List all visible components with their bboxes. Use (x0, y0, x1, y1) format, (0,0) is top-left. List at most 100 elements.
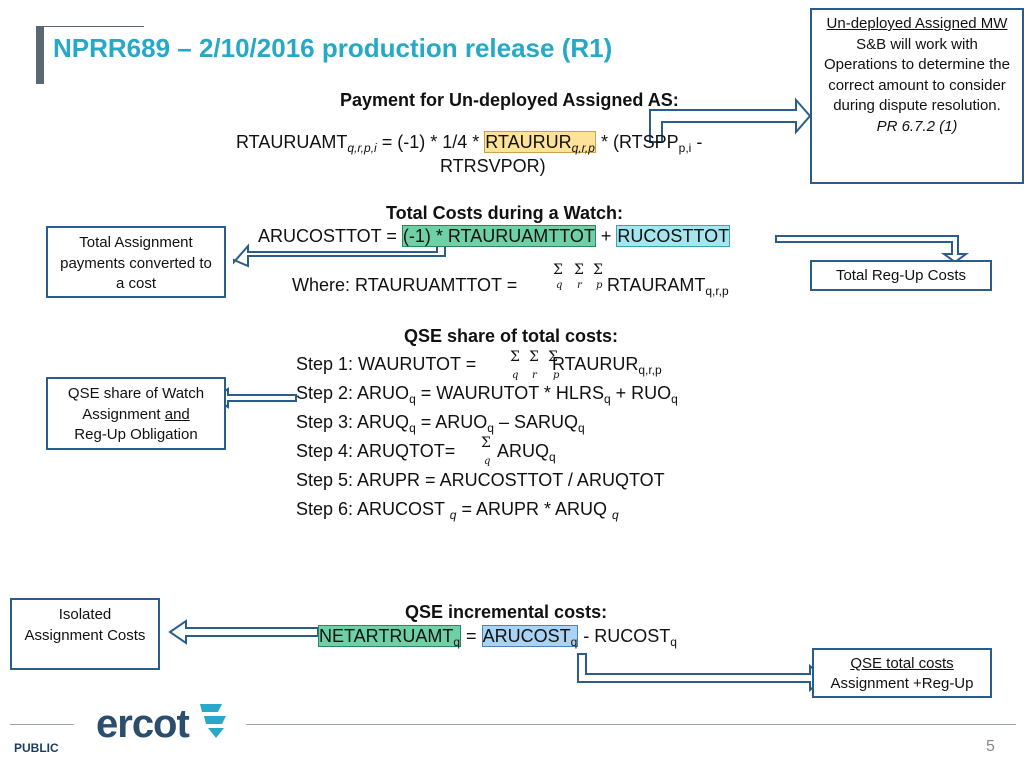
sigma-p-index: p (596, 280, 603, 291)
incremental-eq: = (466, 626, 477, 646)
step-6: Step 6: ARUCOST q = ARUPR * ARUQ q (296, 497, 619, 527)
rtaurur-term: RTAURUR (485, 132, 572, 152)
step4-sub: q (549, 450, 556, 464)
step6-sub2: q (612, 508, 619, 522)
step6-sub1: q (449, 508, 457, 522)
step1-sigma-q-icon: Σ (510, 349, 520, 365)
rucost-sub: q (670, 635, 677, 649)
ercot-logo: ercot (96, 702, 190, 746)
arrow-to-total-assignment-icon (233, 243, 446, 268)
callout-isolated: Isolated Assignment Costs (10, 598, 160, 670)
incremental-heading: QSE incremental costs: (405, 602, 608, 622)
payment-lhs: RTAURUAMT (236, 132, 348, 152)
step4-aruq: ARUQ (497, 441, 550, 461)
rtspp-sub: p,i (678, 141, 692, 155)
payment-equation: RTAURUAMTq,r,p,i = (-1) * 1/4 * RTAURURq… (236, 130, 702, 160)
step2-sub3: q (671, 392, 678, 406)
qse-share-heading: QSE share of total costs: (404, 326, 619, 346)
arrow-to-regup-icon (775, 235, 970, 264)
arrow-to-qse-share-icon (212, 387, 297, 409)
callout-undeployed: Un-deployed Assigned MW S&B will work wi… (810, 8, 1024, 184)
watch-sum-term: RTAURAMTq,r,p (607, 273, 729, 303)
callout-regup: Total Reg-Up Costs (810, 260, 992, 291)
qse-share-line2a: Assignment (82, 405, 165, 423)
step4-sigma-icon: Σ (481, 435, 491, 451)
ercot-logo-mark-icon (200, 704, 226, 738)
rtauramt-term: RTAURAMT (607, 275, 706, 295)
payment-eq-part3: - (691, 132, 703, 152)
step1-sigma-p-icon: Σ (548, 349, 558, 365)
sigma-r-icon: Σ (574, 262, 584, 278)
cyan-term-highlight: RUCOSTTOT (616, 225, 731, 247)
step-1-term: RTAURURq,r,p (552, 352, 662, 382)
qse-total-line2: Assignment +Reg-Up (830, 675, 974, 692)
step1-sigma-r-index: r (532, 370, 537, 381)
step-1-label: Step 1: WAURUTOT = (296, 354, 477, 374)
watch-lhs: ARUCOSTTOT = (258, 226, 397, 246)
step1-rtaurur: RTAURUR (552, 354, 639, 374)
page-title: NPRR689 – 2/10/2016 production release (… (53, 33, 613, 63)
page-number: 5 (986, 738, 995, 755)
green-term-highlight: (-1) * RTAURUAMTTOT (401, 225, 596, 247)
sigma-p-icon: Σ (593, 262, 603, 278)
callout-undeployed-body: S&B will work with Operations to determi… (824, 35, 1010, 115)
payment-equation-line2: RTRSVPOR) (440, 156, 546, 176)
arrow-to-undeployed-icon (649, 97, 812, 143)
arucost-term: ARUCOST (482, 626, 571, 646)
sigma-r-index: r (577, 280, 582, 291)
rtauramt-sub: q,r,p (705, 284, 729, 298)
step2-a: Step 2: ARUO (296, 383, 410, 403)
qse-total-line1: QSE total costs (850, 655, 954, 672)
payment-heading: Payment for Un-deployed Assigned AS: (340, 90, 679, 110)
step2-c: + RUO (610, 383, 672, 403)
callout-qse-share: QSE share of Watch Assignment and Reg-Up… (46, 377, 226, 450)
step3-b: = ARUO (415, 412, 488, 432)
step-3: Step 3: ARUQq = ARUOq – SARUQq (296, 410, 585, 440)
arucost-highlight: ARUCOSTq (481, 625, 579, 649)
public-label: PUBLIC (14, 741, 59, 755)
step2-sub1: q (409, 392, 416, 406)
rtaurur-sub: q,r,p (571, 141, 595, 155)
step-4-label: Step 4: ARUQTOT= (296, 441, 456, 461)
step1-sigma-r-icon: Σ (529, 349, 539, 365)
step3-a: Step 3: ARUQ (296, 412, 410, 432)
callout-undeployed-ref: PR 6.7.2 (1) (876, 117, 958, 135)
watch-plus: + (600, 226, 612, 246)
title-accent-line (44, 26, 144, 27)
watch-heading: Total Costs during a Watch: (386, 203, 623, 223)
step4-sigma-index: q (484, 456, 491, 467)
payment-lhs-sub: q,r,p,i (347, 141, 377, 155)
incremental-rest: - RUCOST (578, 626, 671, 646)
callout-total-assignment: Total Assignment payments converted to a… (46, 226, 226, 298)
step6-b: = ARUPR * ARUQ (456, 499, 607, 519)
step2-b: = WAURUTOT * HLRS (415, 383, 604, 403)
netartruamt-term: NETARTRUAMT (319, 626, 454, 646)
arucost-sub: q (570, 635, 578, 649)
sigma-q-icon: Σ (553, 262, 563, 278)
qse-share-line1: QSE share of Watch (67, 385, 205, 402)
qse-share-line2b: and (164, 405, 190, 423)
netartruamt-sub: q (453, 635, 461, 649)
qse-share-line3: Reg-Up Obligation (74, 426, 198, 443)
watch-where: Where: RTAURUAMTTOT = (292, 275, 518, 295)
step3-c: – SARUQ (493, 412, 578, 432)
rtaurur-highlight: RTAURURq,r,p (484, 131, 596, 155)
callout-undeployed-heading: Un-deployed Assigned MW (826, 15, 1008, 32)
step1-sub: q,r,p (638, 363, 662, 377)
arrow-to-qse-total-icon (577, 653, 826, 693)
step1-sigma-q-index: q (512, 370, 519, 381)
netartruamt-highlight: NETARTRUAMTq (318, 625, 462, 649)
incremental-equation: NETARTRUAMTq = ARUCOSTq - RUCOSTq (318, 624, 677, 654)
step1-sigma-p-index: p (553, 370, 560, 381)
sigma-q-index: q (556, 280, 563, 291)
step3-sub3: q (578, 421, 585, 435)
callout-qse-total: QSE total costs Assignment +Reg-Up (812, 648, 992, 698)
step3-sub1: q (409, 421, 416, 435)
step2-sub2: q (603, 392, 611, 406)
step6-a: Step 6: ARUCOST (296, 499, 445, 519)
payment-eq-part2: * (RTSPP (595, 132, 679, 152)
step3-sub2: q (487, 421, 494, 435)
watch-equation: ARUCOSTTOT = (-1) * RTAURUAMTTOT + RUCOS… (258, 224, 731, 248)
arrow-to-isolated-icon (168, 619, 319, 645)
